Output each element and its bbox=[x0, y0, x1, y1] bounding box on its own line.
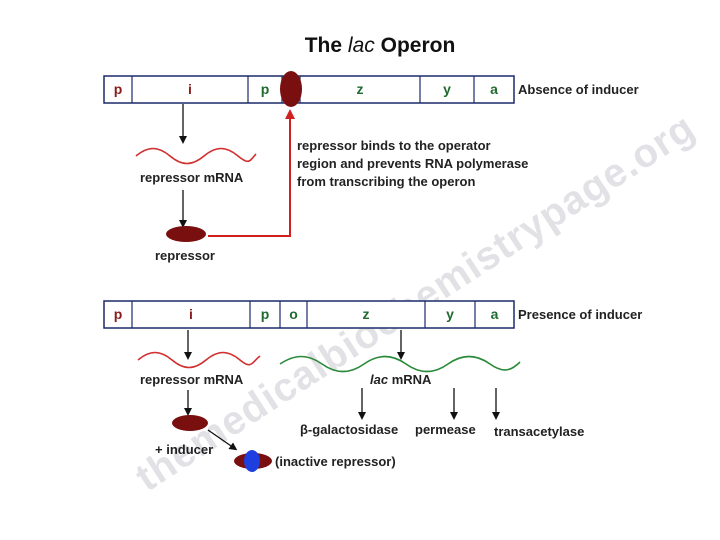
repressor-mrna-bottom-label: repressor mRNA bbox=[140, 372, 244, 387]
page-title: The lac Operon bbox=[0, 34, 720, 58]
bottom-gene-p2: p bbox=[260, 306, 270, 322]
bottom-gene-a: a bbox=[490, 306, 499, 322]
bottom-gene-p1: p bbox=[113, 306, 123, 322]
lac-mrna-label: lac mRNA bbox=[370, 372, 431, 387]
repressor-protein-bottom bbox=[172, 415, 208, 431]
title-prefix: The bbox=[304, 34, 343, 57]
repressor-note: repressor binds to the operator region a… bbox=[297, 137, 528, 191]
top-gene-z: z bbox=[356, 81, 364, 97]
b-galactosidase-label: β-galactosidase bbox=[300, 422, 399, 437]
transacetylase-label: transacetylase bbox=[494, 424, 585, 439]
top-condition-label: Absence of inducer bbox=[518, 82, 639, 97]
bound-repressor bbox=[280, 71, 302, 107]
lac-mrna-italic: lac bbox=[370, 372, 389, 387]
arrow-to-inactive-repressor bbox=[207, 429, 238, 451]
bottom-gene-o: o bbox=[289, 306, 298, 322]
inactive-repressor-label: (inactive repressor) bbox=[275, 454, 396, 469]
bottom-gene-i: i bbox=[189, 306, 193, 322]
top-gene-p1: p bbox=[113, 81, 123, 97]
permease-label: permease bbox=[415, 422, 476, 437]
lac-mrna-wave bbox=[279, 355, 521, 373]
top-gene-a: a bbox=[490, 81, 498, 97]
repressor-mrna-bottom-wave bbox=[137, 351, 261, 369]
note-line-2: region and prevents RNA polymerase bbox=[297, 156, 529, 171]
bottom-operon-box bbox=[103, 300, 515, 329]
note-line-1: repressor binds to the operator bbox=[297, 138, 491, 153]
top-gene-y: y bbox=[443, 81, 451, 97]
note-line-3: from transcribing the operon bbox=[297, 174, 476, 189]
red-binding-arrow bbox=[208, 109, 295, 237]
repressor-mrna-top-label: repressor mRNA bbox=[140, 170, 244, 185]
bottom-condition-label: Presence of inducer bbox=[518, 307, 643, 322]
title-suffix: Operon bbox=[380, 34, 456, 57]
plus-inducer-label: + inducer bbox=[155, 442, 214, 457]
repressor-top-label: repressor bbox=[155, 248, 215, 263]
inactive-repressor-complex bbox=[234, 450, 272, 472]
repressor-protein-top bbox=[166, 226, 206, 242]
top-gene-i: i bbox=[188, 81, 192, 97]
lac-mrna-suffix: mRNA bbox=[391, 372, 432, 387]
repressor-mrna-top-wave bbox=[135, 147, 257, 165]
top-gene-p2: p bbox=[260, 81, 270, 97]
bottom-gene-z: z bbox=[362, 306, 370, 322]
bottom-gene-y: y bbox=[446, 306, 454, 322]
title-italic: lac bbox=[347, 34, 375, 57]
